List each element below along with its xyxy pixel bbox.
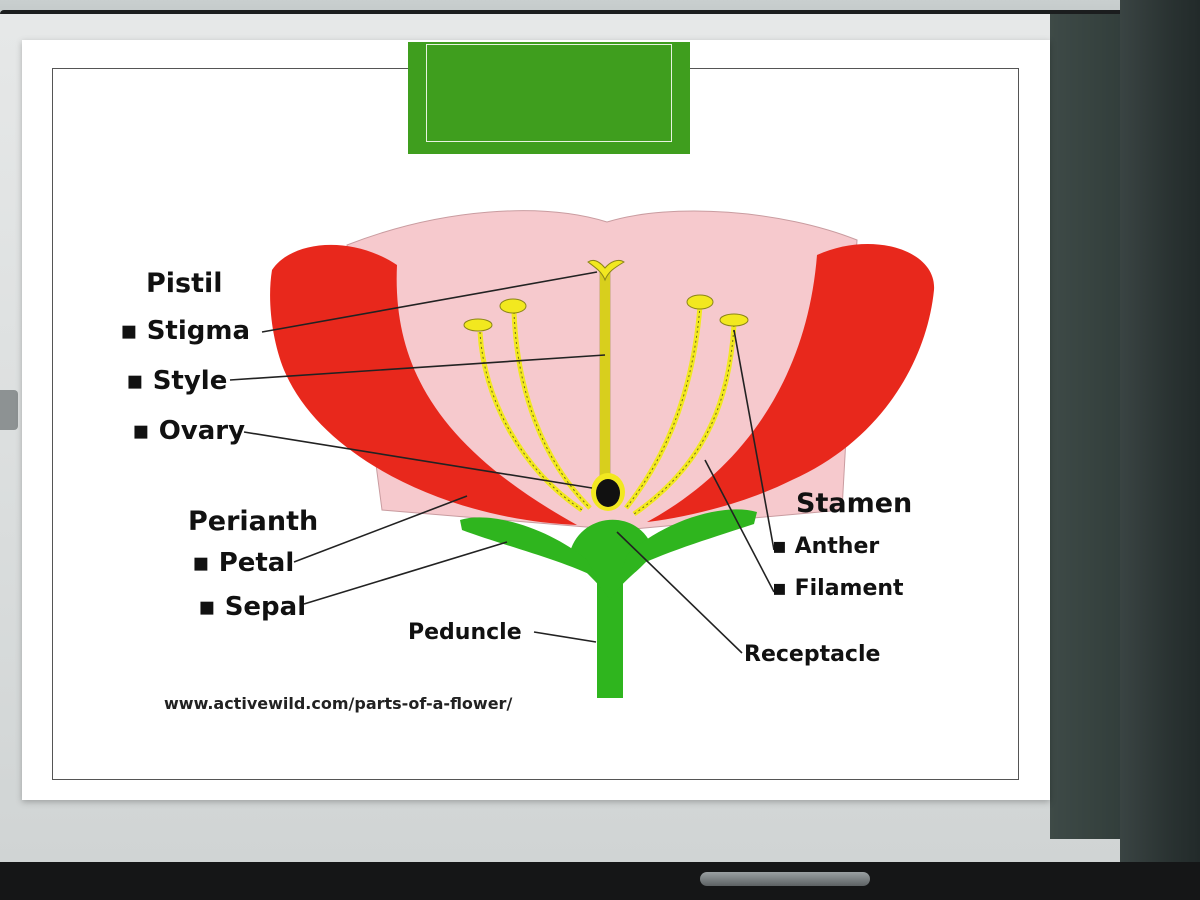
wall-right (1120, 0, 1200, 900)
label-sepal: ▪ Sepal (198, 592, 307, 622)
label-peduncle: Peduncle (408, 620, 522, 645)
filament-outlines (479, 305, 735, 515)
presentation-slide: Pistil ▪ Stigma ▪ Style ▪ Ovary Perianth… (22, 40, 1050, 800)
leader-lines (229, 271, 775, 654)
label-receptacle: Receptacle (744, 642, 881, 667)
label-petal: ▪ Petal (192, 548, 295, 578)
receptacle (570, 519, 654, 600)
title-box (408, 42, 690, 154)
anthers (463, 294, 749, 332)
label-anther: ▪ Anther (772, 534, 880, 559)
label-petal-text: Petal (218, 548, 295, 578)
stigma (587, 259, 625, 282)
label-anther-text: Anther (794, 534, 880, 559)
ovary-core (596, 479, 620, 507)
label-style: ▪ Style (126, 366, 228, 396)
side-panel-tab[interactable] (0, 390, 18, 430)
stylus-pen (700, 872, 870, 886)
title-box-inner-border (426, 44, 672, 142)
petal-outer-right (647, 243, 935, 522)
sepal-left (460, 517, 597, 578)
flower-diagram (229, 210, 935, 698)
label-pistil: Pistil (146, 268, 223, 299)
label-filament: ▪ Filament (772, 576, 904, 601)
label-style-text: Style (152, 366, 228, 396)
label-sepal-text: Sepal (224, 592, 307, 622)
label-stamen: Stamen (796, 488, 913, 519)
label-stigma: ▪ Stigma (120, 316, 251, 346)
source-url: www.activewild.com/parts-of-a-flower/ (164, 694, 513, 713)
label-ovary: ▪ Ovary (132, 416, 246, 446)
label-stigma-text: Stigma (146, 316, 251, 346)
petal-outer-left (270, 244, 577, 525)
label-perianth: Perianth (188, 506, 319, 537)
label-filament-text: Filament (794, 576, 904, 601)
monitor-bottom-bar (0, 862, 1200, 900)
label-ovary-text: Ovary (158, 416, 246, 446)
sepal-right (620, 509, 757, 575)
